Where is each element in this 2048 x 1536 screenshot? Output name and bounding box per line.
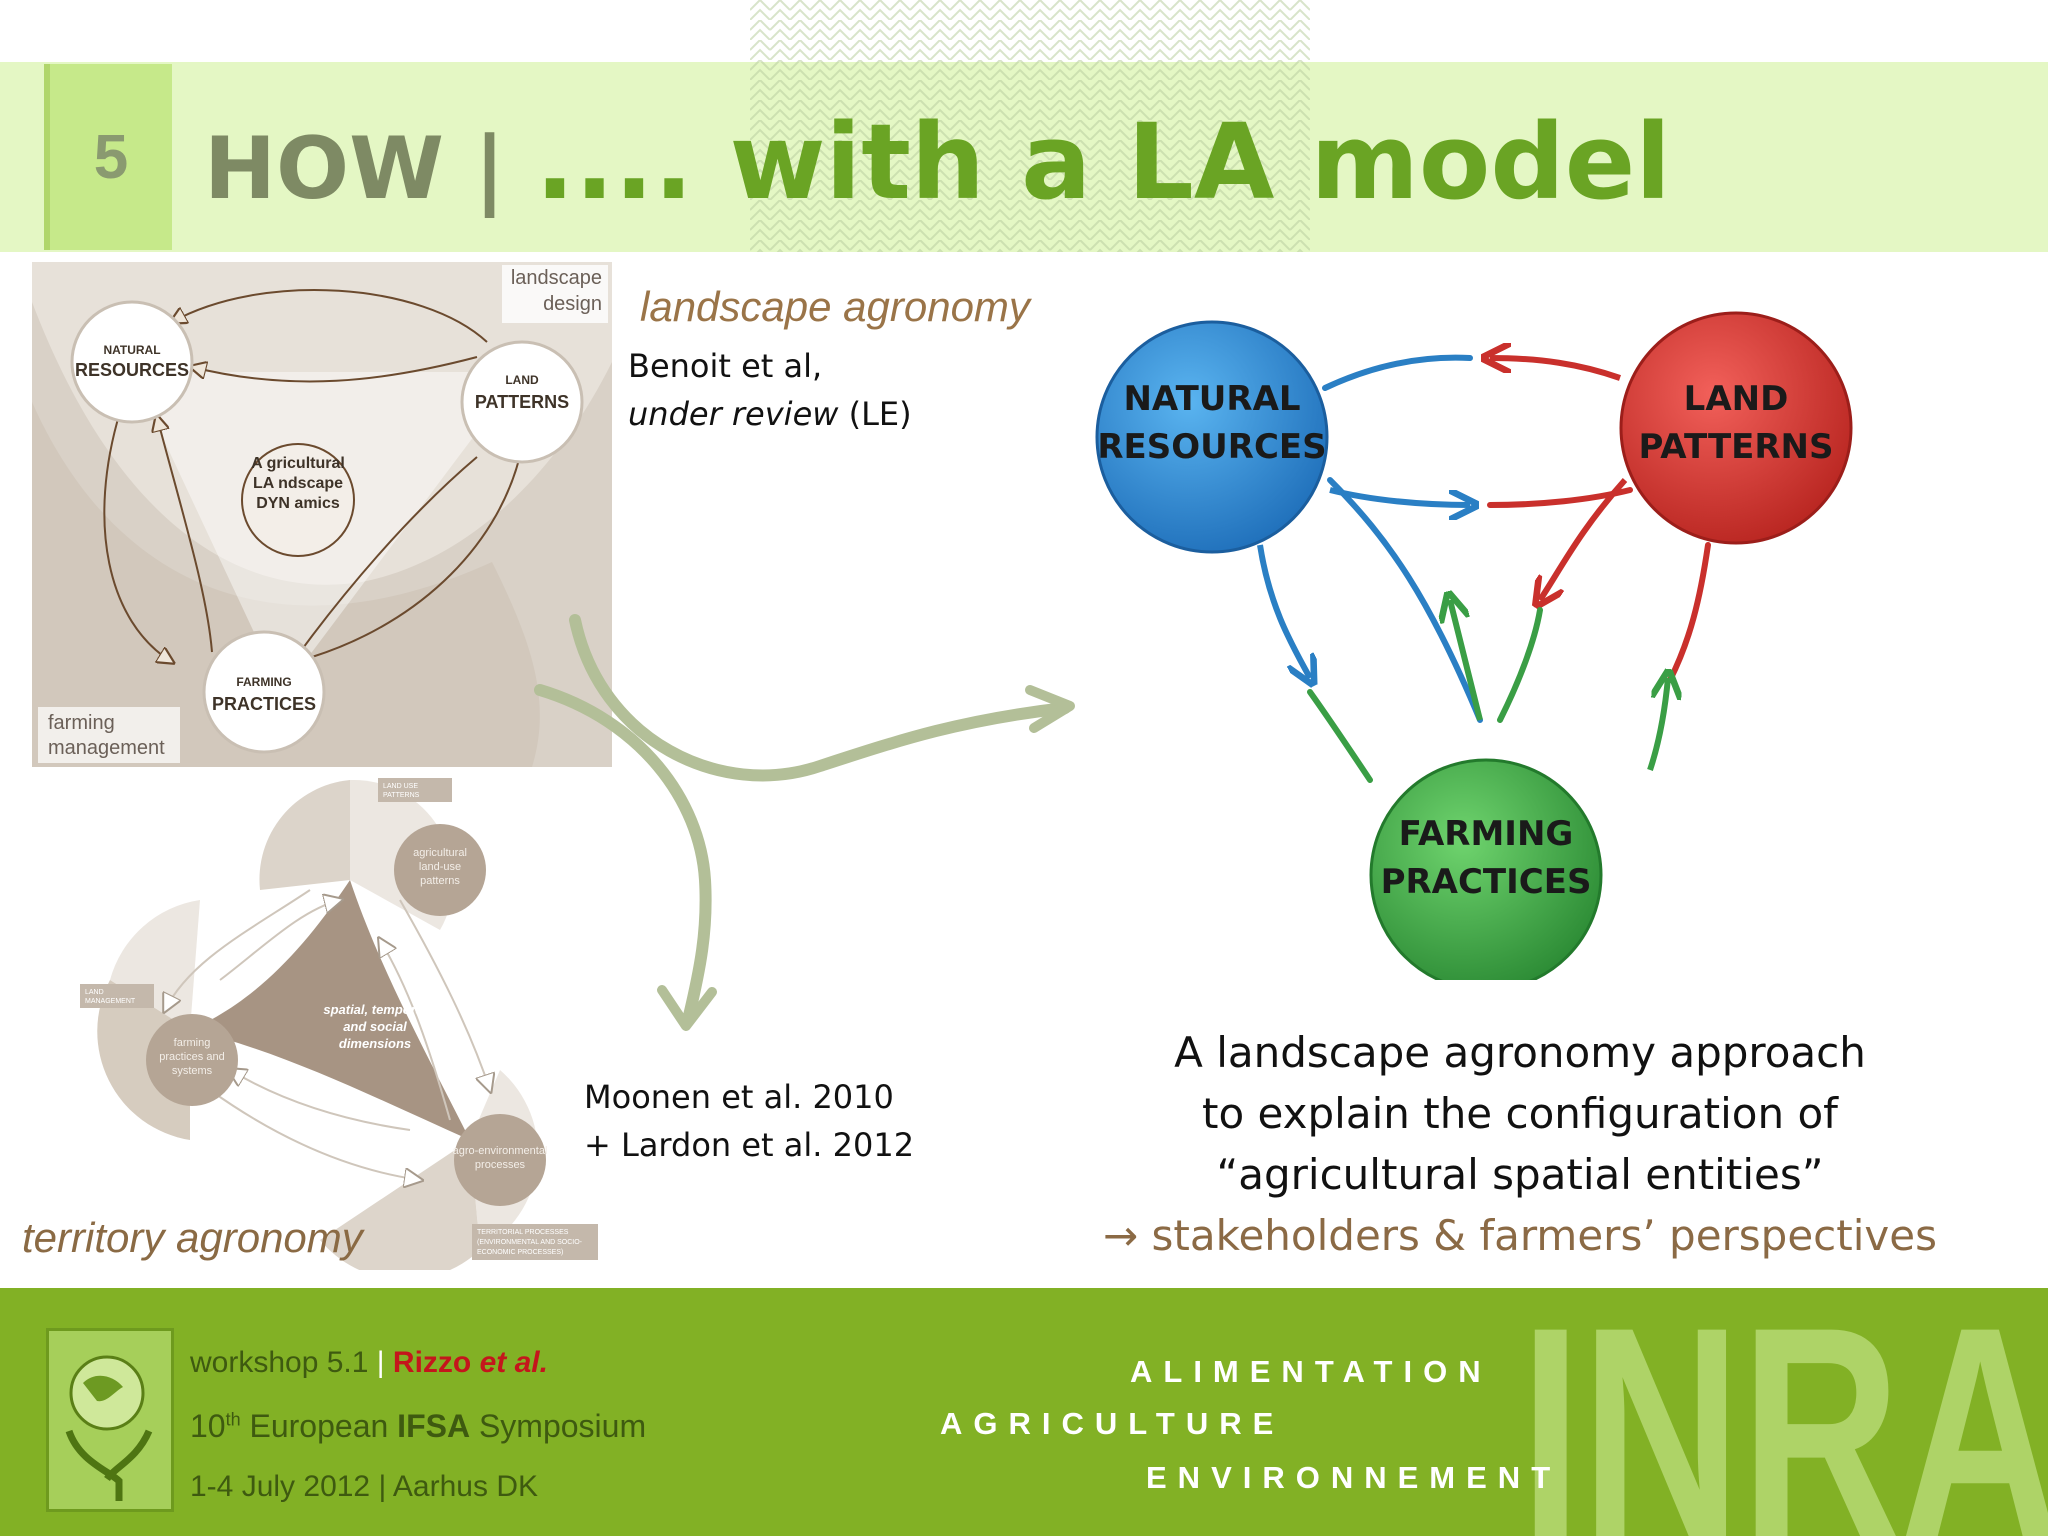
tag-landuse-2: PATTERNS (383, 792, 420, 799)
territory-agronomy-title: territory agronomy (22, 1214, 363, 1261)
header-pattern (750, 0, 1310, 252)
slide-title: HOW | .... with a LA model (204, 92, 1671, 232)
panel-label-top-2: design (543, 293, 602, 315)
reference-moonen-line2: + Lardon et al. 2012 (584, 1126, 915, 1164)
title-prefix: HOW | (204, 119, 536, 219)
arrow-to-la-model (569, 614, 1071, 782)
tag-territorial-3: ECONOMIC PROCESSES) (477, 1249, 563, 1256)
landscape-agronomy-title: landscape agronomy (640, 283, 1030, 330)
inra-word-environnement: ENVIRONNEMENT (1146, 1460, 1562, 1495)
reference-benoit-line2: under review (LE) (628, 395, 912, 433)
arrow-farming-to-natural (1450, 600, 1483, 721)
model-land-line1: LAND (1684, 379, 1789, 419)
node-farming-line1: FARMING (236, 675, 291, 689)
panel-label-bottom-2: management (48, 737, 165, 759)
caption-line1: A landscape agronomy approach (1174, 1028, 1866, 1077)
ta-farming-3: systems (172, 1065, 213, 1077)
ta-agroenv-2: processes (475, 1159, 526, 1171)
node-natural-line1: NATURAL (103, 343, 160, 357)
globe-hands-icon (65, 1355, 153, 1501)
node-natural-line2: RESOURCES (75, 360, 189, 380)
circle-land-patterns (1619, 311, 1853, 545)
ta-agroenv-1: agro-environmental (453, 1145, 548, 1157)
la-model-diagram: NATURAL RESOURCES LAND PATTERNS FARMING … (1095, 311, 1853, 980)
model-natural-line1: NATURAL (1123, 379, 1300, 419)
model-farming-line2: PRACTICES (1381, 862, 1592, 902)
ta-landuse-3: patterns (420, 875, 460, 887)
territory-agronomy-diagram: agricultural land-use patterns farming p… (80, 778, 598, 1270)
arrow-farming-to-land (1647, 678, 1668, 771)
circle-farming-practices (1369, 758, 1603, 980)
ta-center-3: dimensions (339, 1036, 411, 1051)
node-natural-resources (70, 300, 194, 424)
panel-label-bottom-1: farming (48, 712, 115, 734)
arrow-natural-to-farming (1257, 544, 1310, 678)
node-land-patterns (460, 340, 584, 464)
center-line1: A gricultural (251, 455, 345, 472)
model-farming-line1: FARMING (1399, 814, 1574, 854)
svg-text:INRA: INRA (1520, 1288, 2048, 1536)
ta-center-2: and social (343, 1019, 407, 1034)
footer-band (0, 1288, 2048, 1536)
footer-symposium: 10th European IFSA Symposium (190, 1408, 647, 1444)
title-main: .... with a LA model (535, 101, 1671, 223)
ta-farming-2: practices and (159, 1051, 224, 1063)
center-line3: DYN amics (256, 495, 340, 512)
footer-workshop: workshop 5.1 | Rizzo et al. (190, 1346, 548, 1379)
node-center-dynamics (241, 443, 355, 557)
panel-label-top-1: landscape (511, 267, 602, 289)
arrow-to-territory (534, 684, 712, 1026)
reference-moonen-line1: Moonen et al. 2010 (584, 1078, 894, 1116)
tag-landmgmt-2: MANAGEMENT (85, 998, 136, 1005)
ta-landuse-1: agricultural (413, 847, 467, 859)
transition-arrows (534, 614, 1075, 1031)
tag-territorial-1: TERRITORIAL PROCESSES (477, 1229, 569, 1236)
arrow-farming-to-natural-2 (1307, 689, 1373, 783)
ta-farming-1: farming (174, 1037, 211, 1049)
node-land-line1: LAND (505, 373, 539, 387)
model-land-line2: PATTERNS (1639, 427, 1834, 467)
caption-line2: to explain the configuration of (1202, 1089, 1838, 1138)
inra-logo: INRA (1520, 1288, 2048, 1536)
slide-number: 5 (44, 64, 172, 250)
farming-management-area (32, 402, 540, 767)
tag-landmgmt-1: LAND (85, 989, 104, 996)
arrow-land-to-natural (1490, 358, 1621, 381)
node-farming-practices (202, 630, 326, 754)
ta-landuse-2: land-use (419, 861, 461, 873)
reference-benoit-line1: Benoit et al, (628, 347, 823, 385)
caption-line4: → stakeholders & farmers’ perspectives (1103, 1211, 1937, 1260)
arrow-natural-to-land (1322, 354, 1473, 391)
arrow-land-to-farming (1540, 477, 1628, 600)
model-caption: A landscape agronomy approach to explain… (1020, 1022, 2020, 1266)
reference-moonen: Moonen et al. 2010 + Lardon et al. 2012 (584, 1073, 914, 1169)
tag-landuse-1: LAND USE (383, 783, 418, 790)
caption-line3: “agricultural spatial entities” (1216, 1150, 1824, 1199)
inra-word-agriculture: AGRICULTURE (940, 1406, 1285, 1441)
reference-benoit: Benoit et al, under review (LE) (628, 342, 912, 438)
tag-territorial-2: (ENVIRONMENTAL AND SOCIO- (477, 1239, 583, 1246)
node-farming-line2: PRACTICES (212, 694, 316, 714)
inra-word-alimentation: ALIMENTATION (1130, 1354, 1492, 1389)
footer-dates: 1-4 July 2012 | Aarhus DK (190, 1470, 538, 1503)
ifsa-logo (46, 1328, 174, 1512)
center-line2: LA ndscape (253, 475, 343, 492)
territory-center-triangle (190, 880, 470, 1140)
footer-author: Rizzo et al. (392, 1346, 548, 1379)
circle-natural-resources (1095, 320, 1329, 554)
landscape-agronomy-diagram: NATURAL RESOURCES LAND PATTERNS FARMING … (32, 262, 612, 767)
model-natural-line2: RESOURCES (1097, 427, 1326, 467)
ta-center-1: spatial, temporal (323, 1002, 427, 1017)
node-land-line2: PATTERNS (475, 392, 569, 412)
